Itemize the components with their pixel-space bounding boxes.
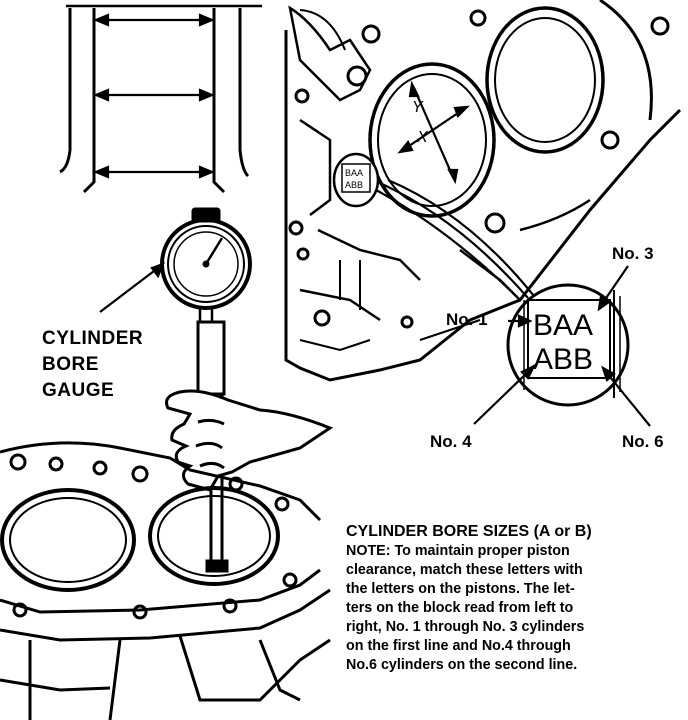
measure-x-label: X (416, 129, 429, 146)
callout-no6: No. 6 (622, 432, 664, 451)
bore-xy-measure (397, 80, 470, 185)
gauge-pointer-arrow (99, 262, 165, 313)
callout-no3: No. 3 (612, 244, 654, 263)
engine-block-bottom (0, 441, 331, 720)
code-row2: ABB (533, 343, 593, 376)
code-row1: BAA (533, 309, 593, 342)
measure-y-label: Y (412, 99, 424, 116)
gauge-label: CYLINDER BORE GAUGE (42, 326, 143, 404)
gauge-label-line3: GAUGE (42, 380, 115, 401)
callout-arrows (473, 265, 651, 427)
caption-note-line: right, No. 1 through No. 3 cylinders (346, 619, 585, 635)
callout-no4: No. 4 (430, 432, 472, 451)
caption-note: NOTE: To maintain proper piston clearanc… (346, 542, 682, 675)
caption-title: CYLINDER BORE SIZES (A or B) (346, 523, 592, 540)
hand (165, 389, 334, 492)
caption-note-line: the letters on the pistons. The let- (346, 581, 575, 597)
callout-no1: No. 1 (446, 310, 488, 329)
caption-note-line: clearance, match these letters with (346, 562, 583, 578)
code-inset (506, 283, 630, 407)
caption-note-line: ters on the block read from left to (346, 600, 574, 616)
caption-note-line: No.6 cylinders on the second line. (346, 657, 578, 673)
block-code-small-row1: BAA (345, 168, 363, 178)
bore-measure-arrows (93, 13, 215, 179)
magnify-leader (375, 178, 535, 301)
cylinder-cross-section (59, 4, 262, 194)
dial-gauge (160, 207, 252, 573)
gauge-label-line1: CYLINDER (42, 328, 144, 349)
caption-note-line: on the first line and No.4 through (346, 638, 571, 654)
block-code-stamp (332, 152, 380, 208)
block-code-small-row2: ABB (345, 180, 363, 190)
caption-note-line: NOTE: To maintain proper piston (346, 543, 570, 559)
gauge-label-line2: BORE (42, 354, 99, 375)
caption: CYLINDER BORE SIZES (A or B) NOTE: To ma… (346, 522, 682, 675)
